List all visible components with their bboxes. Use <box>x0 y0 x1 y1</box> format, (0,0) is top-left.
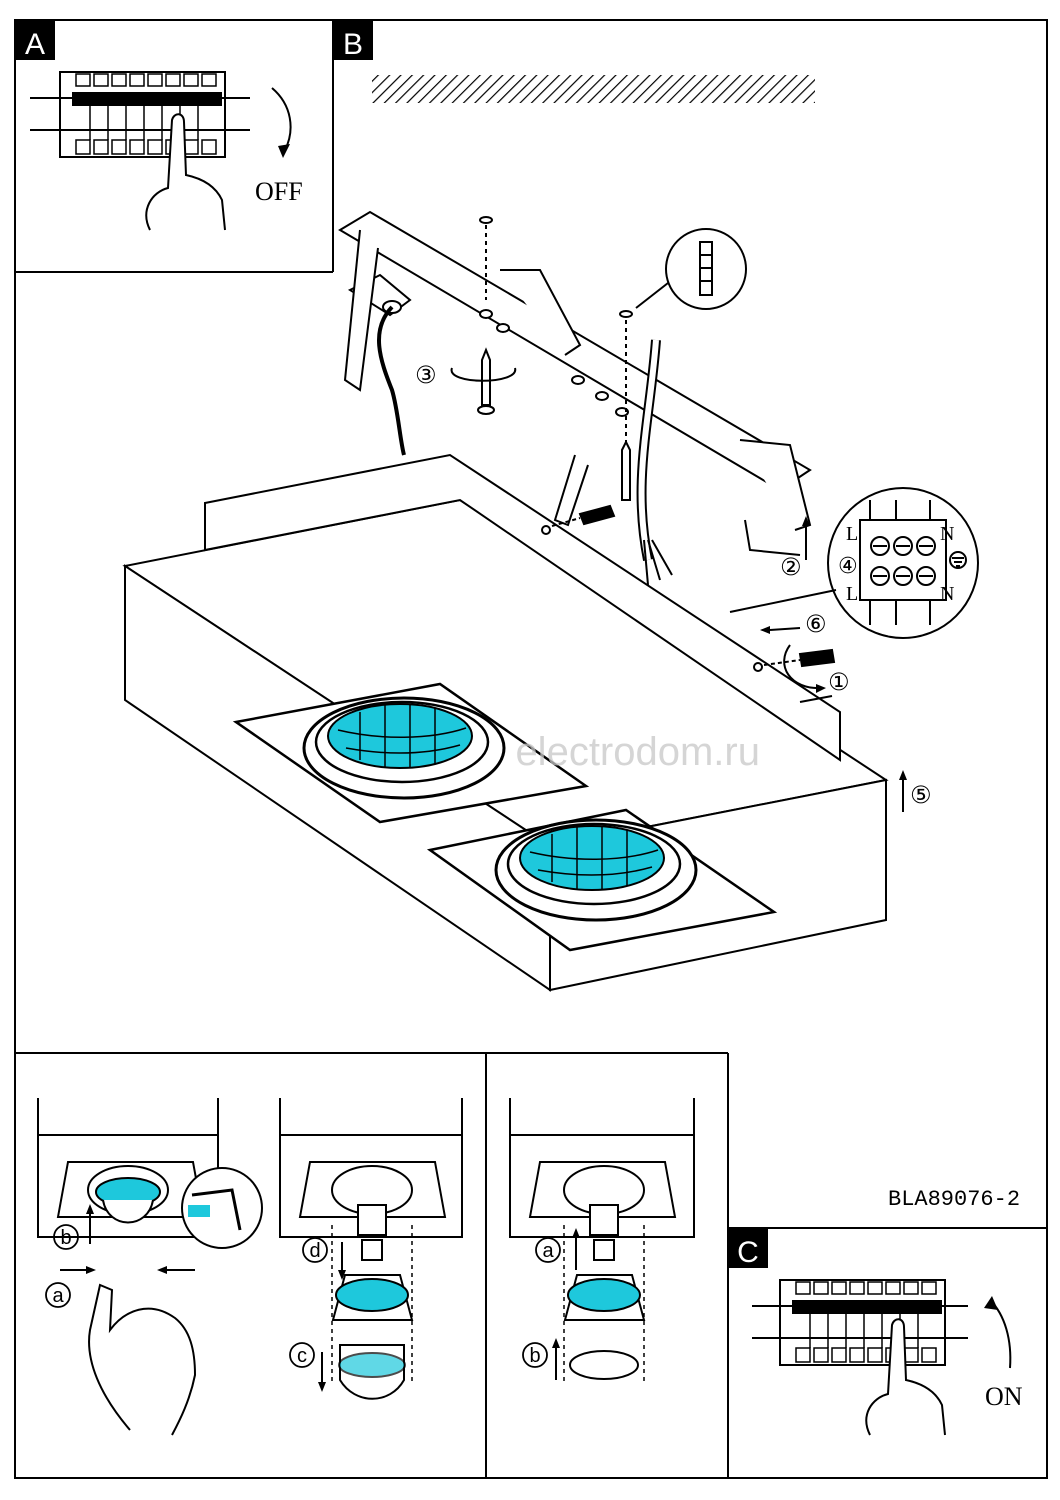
sub-step-d-label: d <box>309 1240 320 1262</box>
hand-icon-c <box>865 1318 946 1436</box>
sub-step-c-ring <box>289 1342 315 1368</box>
sub-step-a2-label: a <box>542 1240 554 1262</box>
circuit-breaker-on-icon <box>752 1279 968 1366</box>
panel-b-tag <box>333 20 373 60</box>
wire-label-l-top: L <box>846 523 858 545</box>
bottom-middle-rim <box>338 1352 406 1378</box>
panel-a: A OFF <box>15 20 303 231</box>
step-3-label: ③ <box>415 362 437 389</box>
spot-1 <box>232 682 590 824</box>
sub-step-a-label: a <box>52 1285 64 1307</box>
step-6-label: ⑥ <box>805 611 827 638</box>
sub-step-b-label: b <box>60 1227 71 1249</box>
step-5-label: ⑤ <box>910 782 932 809</box>
panel-b-letter: B <box>343 28 363 61</box>
hand-icon-bottom-left <box>88 1283 197 1436</box>
arrow-head-up-icon <box>984 1296 998 1310</box>
wire-label-n-top: N <box>940 523 954 545</box>
watermark: electrodom.ru <box>515 730 760 774</box>
step-2-label: ② <box>780 554 802 581</box>
side-screw-bottom-icon <box>753 648 836 672</box>
circuit-breaker-icon <box>30 71 250 158</box>
wire-label-n-bottom: N <box>940 583 954 605</box>
panel-insert-bulb: a b <box>509 1098 695 1385</box>
ground-symbol-icon <box>949 551 967 569</box>
panel-remove-bulb: d c <box>279 1098 463 1400</box>
ceiling-screw-icon <box>477 216 633 501</box>
sub-step-c-label: c <box>297 1345 307 1367</box>
rotate-icon-step3 <box>450 367 517 382</box>
panel-a-letter: A <box>25 28 45 61</box>
power-cable-core <box>638 339 659 561</box>
sub-step-b2-label: b <box>529 1345 540 1367</box>
mounting-bracket <box>338 210 812 556</box>
sub-step-a-ring <box>45 1282 71 1308</box>
spot-2 <box>426 808 778 952</box>
spot-1-bulb <box>327 703 473 769</box>
sub-step-a2-ring <box>535 1237 561 1263</box>
panel-remove-cover: b a <box>37 1098 263 1436</box>
arrow-head-icon <box>278 144 290 158</box>
bottom-middle-bulb <box>335 1278 409 1312</box>
sub-step-b2-ring <box>522 1342 548 1368</box>
rotate-up-arrow-icon <box>989 1299 1012 1369</box>
ground-wire <box>377 305 406 456</box>
sub-step-b-ring <box>53 1224 79 1250</box>
bottom-right-bulb <box>567 1278 641 1312</box>
step-1-label: ① <box>828 669 850 696</box>
clip-detail-icon <box>181 1167 263 1249</box>
step-2: ② <box>780 516 810 581</box>
panel-a-tag <box>15 20 55 60</box>
on-label: ON <box>985 1382 1023 1411</box>
sub-step-d-ring <box>302 1237 328 1263</box>
hand-icon <box>145 113 226 231</box>
step-6: ⑥ <box>760 611 827 638</box>
rotate-down-arrow-icon <box>271 87 292 151</box>
step-4-label: ④ <box>838 553 858 578</box>
off-label: OFF <box>255 177 303 206</box>
side-screw-top-icon <box>541 504 616 535</box>
panel-b: B <box>122 20 979 992</box>
cable-wires <box>643 539 673 586</box>
step-5: ⑤ <box>899 770 932 812</box>
ceiling-hatch <box>372 75 815 103</box>
panel-c-letter: C <box>737 1236 759 1269</box>
mounting-plate <box>204 453 841 762</box>
page-frame <box>14 19 1048 1479</box>
panel-c: C ON <box>728 1228 1023 1436</box>
wire-label-l-bottom: L <box>846 583 858 605</box>
terminal-block-detail: L N L N ④ <box>729 487 979 639</box>
step-1: ① <box>783 644 850 703</box>
spot-2-bulb <box>519 825 665 891</box>
wall-plug-icon <box>635 228 747 310</box>
model-code: BLA89076-2 <box>888 1187 1020 1212</box>
panel-c-tag <box>728 1228 768 1268</box>
